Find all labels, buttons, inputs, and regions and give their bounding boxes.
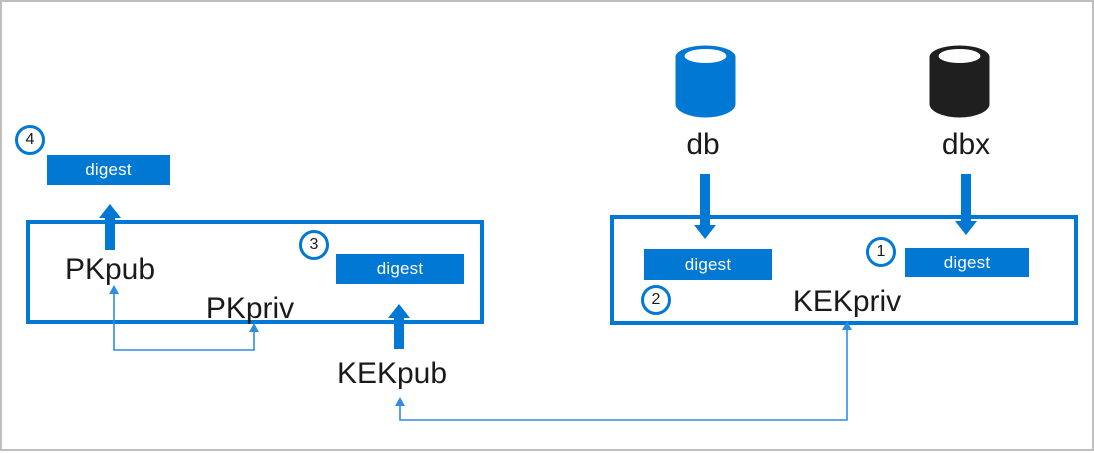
pk-key-box (26, 220, 484, 324)
step-badge-4: 4 (15, 125, 45, 155)
step-badge-3: 3 (299, 230, 329, 260)
digest-box-step2: digest (644, 249, 772, 280)
kekpub-label: KEKpub (336, 357, 448, 390)
kekpriv-label: KEKpriv (792, 285, 902, 318)
step-badge-1: 1 (866, 237, 896, 267)
db-label: db (686, 128, 720, 161)
digest-box-step3: digest (336, 254, 464, 284)
digest-box-step4: digest (47, 155, 170, 185)
connector-kekpriv-to-kekpub (395, 321, 852, 421)
dbx-label: dbx (941, 128, 991, 161)
step-badge-2: 2 (641, 285, 671, 315)
pkpriv-label: PKpriv (205, 292, 295, 325)
dbx-database-icon (929, 45, 990, 118)
db-database-icon (675, 45, 736, 118)
pkpub-label: PKpub (64, 253, 156, 286)
digest-box-step1: digest (905, 248, 1029, 277)
